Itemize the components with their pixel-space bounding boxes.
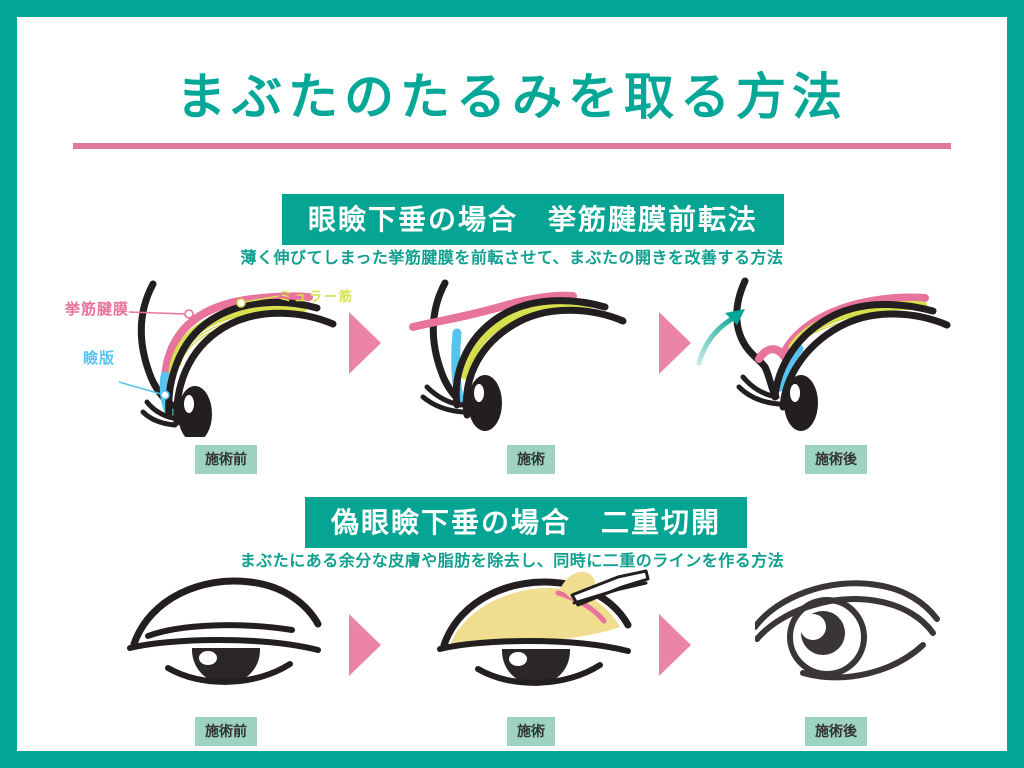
section-2-banner: 偽眼瞼下垂の場合 二重切開 <box>305 497 748 548</box>
page-title: まぶたのたるみを取る方法 <box>176 68 848 126</box>
double-fold-step-1-illustration <box>122 572 342 692</box>
ptosis-step-2-caption: 施術 <box>507 445 555 474</box>
title-divider <box>73 143 951 149</box>
double-fold-step-3-illustration <box>755 575 955 695</box>
arrow-separator-1 <box>347 312 387 374</box>
arrow-separator-3 <box>347 614 387 676</box>
ptosis-step-3-illustration <box>689 275 969 437</box>
double-fold-step-2-caption: 施術 <box>507 717 555 746</box>
section-1-subtitle: 薄く伸びてしまった挙筋腱膜を前転させて、まぶたの開きを改善する方法 <box>240 248 784 267</box>
double-fold-step-3-caption: 施術後 <box>805 717 867 746</box>
section-1-banner: 眼瞼下垂の場合 挙筋腱膜前転法 <box>282 194 785 245</box>
label-aponeurosis: 挙筋腱膜 <box>65 300 130 318</box>
double-fold-step-1-caption: 施術前 <box>195 717 257 746</box>
section-2-subtitle: まぶたにある余分な皮膚や脂肪を除去し、同時に二重のラインを作る方法 <box>239 551 785 570</box>
arrow-separator-2 <box>657 312 697 374</box>
poster-frame: まぶたのたるみを取る方法 眼瞼下垂の場合 挙筋腱膜前転法 薄く伸びてしまった挙筋… <box>17 17 1007 751</box>
label-muller-muscle: ミュラー筋 <box>279 290 355 305</box>
ptosis-step-2-illustration <box>397 275 667 437</box>
ptosis-step-1-caption: 施術前 <box>195 445 257 474</box>
double-fold-step-2-illustration <box>432 565 662 695</box>
arrow-separator-4 <box>657 614 697 676</box>
label-tarsal-plate: 瞼版 <box>83 349 116 367</box>
ptosis-step-3-caption: 施術後 <box>805 445 867 474</box>
ptosis-step-1-illustration <box>77 272 357 437</box>
